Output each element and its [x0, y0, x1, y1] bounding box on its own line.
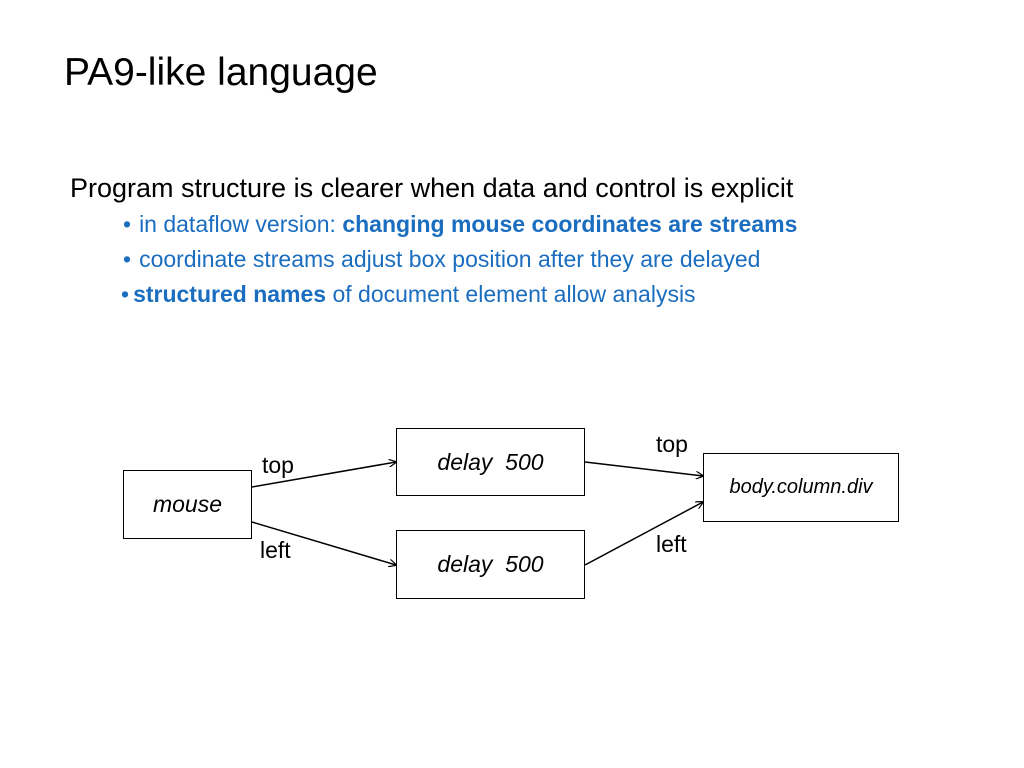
node-target-element: body.column.div [703, 453, 899, 522]
intro-text: Program structure is clearer when data a… [70, 173, 794, 203]
edge-mouse-to-delay-top [251, 462, 396, 488]
edge-label-top: top [656, 431, 688, 457]
slide-title: PA9-like language [64, 51, 378, 94]
node-mouse: mouse [123, 470, 252, 539]
edge-label-top: top [262, 452, 294, 478]
edge-delay-top-to-target [584, 461, 703, 476]
node-delay-top: delay 500 [396, 428, 585, 496]
edge-label-left: left [656, 531, 687, 557]
node-delay-left: delay 500 [396, 530, 585, 599]
edge-delay-left-to-target [584, 502, 703, 566]
edge-label-left: left [260, 537, 291, 563]
edge-mouse-to-delay-left [251, 521, 396, 565]
